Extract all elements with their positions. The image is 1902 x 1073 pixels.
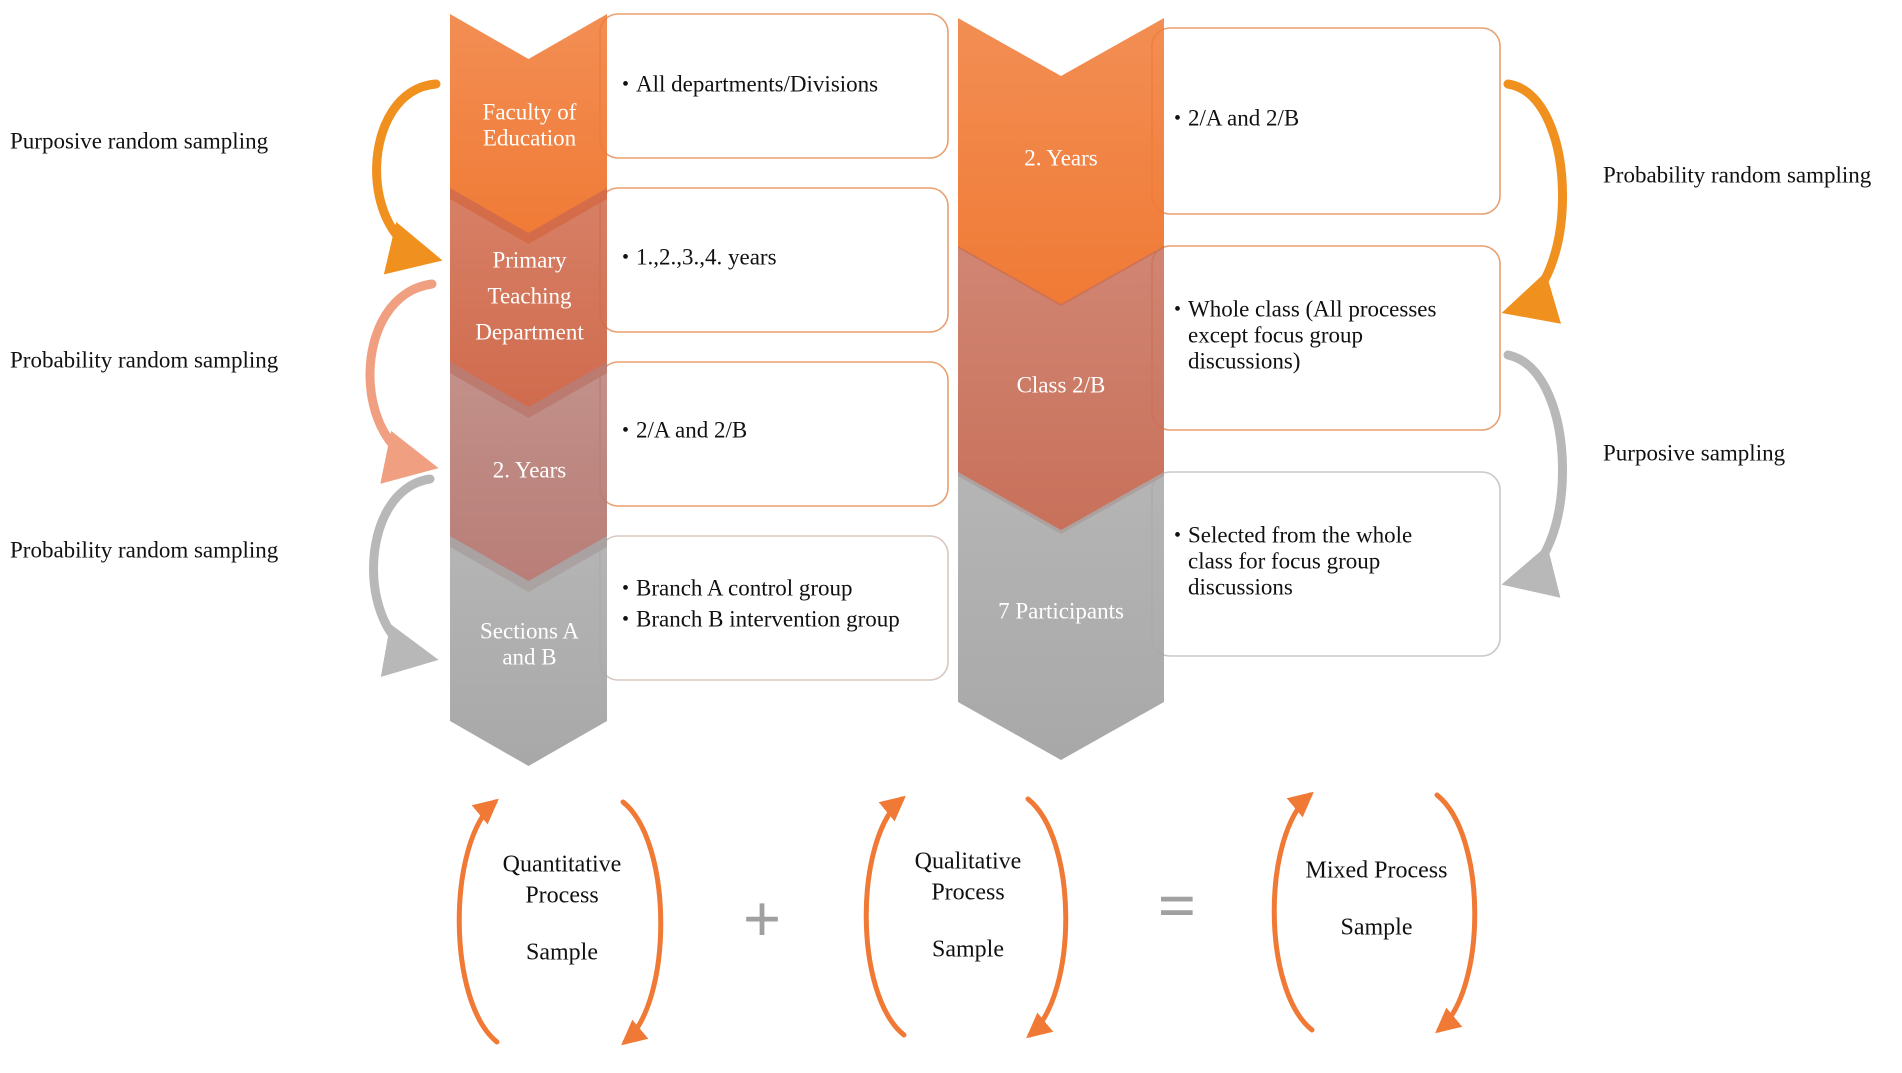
bullet-dot: • bbox=[622, 609, 629, 631]
qualitative-sample-label: Sample bbox=[932, 937, 1004, 963]
right-step-1-label: 2. Years bbox=[1024, 145, 1098, 170]
mixed-right-bracket bbox=[1434, 792, 1478, 1034]
right-step-2-bullet: discussions) bbox=[1188, 348, 1300, 373]
right-step-3-label: 7 Participants bbox=[998, 598, 1124, 623]
right-step-3-bullet: class for focus group bbox=[1188, 548, 1380, 573]
left-step-1-bullet: All departments/Divisions bbox=[636, 71, 878, 96]
left-step-3-label: 2. Years bbox=[493, 457, 567, 482]
bullet-dot: • bbox=[622, 247, 629, 269]
left-step-1-chevron bbox=[450, 14, 607, 244]
bullet-dot: • bbox=[1174, 299, 1181, 321]
right-arrow-2 bbox=[1501, 350, 1567, 598]
left-step-2-label: Primary bbox=[492, 247, 567, 272]
quantitative-title: Process bbox=[525, 883, 598, 909]
left-step-1-label: Education bbox=[483, 125, 577, 150]
right-step-3-bullet: Selected from the whole bbox=[1188, 522, 1412, 547]
right-step-1-bullet: 2/A and 2/B bbox=[1188, 105, 1299, 130]
right-step-2-bullet: Whole class (All processes bbox=[1188, 296, 1437, 321]
left-step-2-chevron bbox=[450, 188, 607, 418]
bullet-dot: • bbox=[1174, 525, 1181, 547]
mixed-title: Mixed Process bbox=[1306, 858, 1448, 884]
right-step-2-bullet: except focus group bbox=[1188, 322, 1363, 347]
quantitative-right-bracket bbox=[620, 799, 664, 1046]
left-step-1-label: Faculty of bbox=[483, 99, 577, 124]
plus-sign: + bbox=[743, 881, 782, 957]
left-step-2-label: Department bbox=[475, 319, 584, 344]
mixed-sample-label: Sample bbox=[1341, 915, 1413, 941]
qualitative-right-bracket bbox=[1025, 796, 1069, 1039]
bullet-dot: • bbox=[1174, 108, 1181, 130]
left-arrow-3 bbox=[369, 474, 439, 677]
left-step-2-bullet: 1.,2.,3.,4. years bbox=[636, 244, 777, 269]
qualitative-left-bracket bbox=[863, 795, 907, 1038]
qualitative-title: Qualitative bbox=[915, 849, 1022, 875]
right-step-3-bullet: discussions bbox=[1188, 574, 1293, 599]
left-step-4-bullet: Branch A control group bbox=[636, 575, 853, 600]
left-sampling-label-1: Purposive random sampling bbox=[10, 128, 269, 153]
left-arrow-1 bbox=[372, 79, 443, 275]
right-sampling-label-1: Probability random sampling bbox=[1603, 162, 1872, 187]
left-arrow-2 bbox=[365, 279, 439, 484]
left-step-4-chevron bbox=[450, 536, 607, 766]
left-step-3-bullet: 2/A and 2/B bbox=[636, 417, 747, 442]
left-sampling-label-2: Probability random sampling bbox=[10, 347, 279, 372]
qualitative-title: Process bbox=[931, 880, 1004, 906]
left-sampling-label-3: Probability random sampling bbox=[10, 537, 279, 562]
left-step-3-chevron bbox=[450, 362, 607, 592]
right-step-2-label: Class 2/B bbox=[1017, 372, 1106, 397]
left-step-4-label: Sections A bbox=[480, 618, 579, 643]
bullet-dot: • bbox=[622, 74, 629, 96]
right-sampling-label-2: Purposive sampling bbox=[1603, 440, 1786, 465]
left-step-4-label: and B bbox=[502, 644, 556, 669]
right-arrow-1 bbox=[1501, 79, 1567, 324]
left-step-4-bullet: Branch B intervention group bbox=[636, 606, 900, 631]
quantitative-title: Quantitative bbox=[503, 852, 622, 878]
right-step-2-chevron bbox=[958, 246, 1164, 534]
quantitative-left-bracket bbox=[456, 798, 500, 1045]
quantitative-sample-label: Sample bbox=[526, 940, 598, 966]
mixed-left-bracket bbox=[1271, 791, 1315, 1033]
equals-sign: = bbox=[1158, 868, 1197, 944]
bullet-dot: • bbox=[622, 578, 629, 600]
right-step-1-chevron bbox=[958, 18, 1164, 306]
bullet-dot: • bbox=[622, 420, 629, 442]
left-step-2-label: Teaching bbox=[488, 283, 572, 308]
right-step-3-chevron bbox=[958, 472, 1164, 760]
